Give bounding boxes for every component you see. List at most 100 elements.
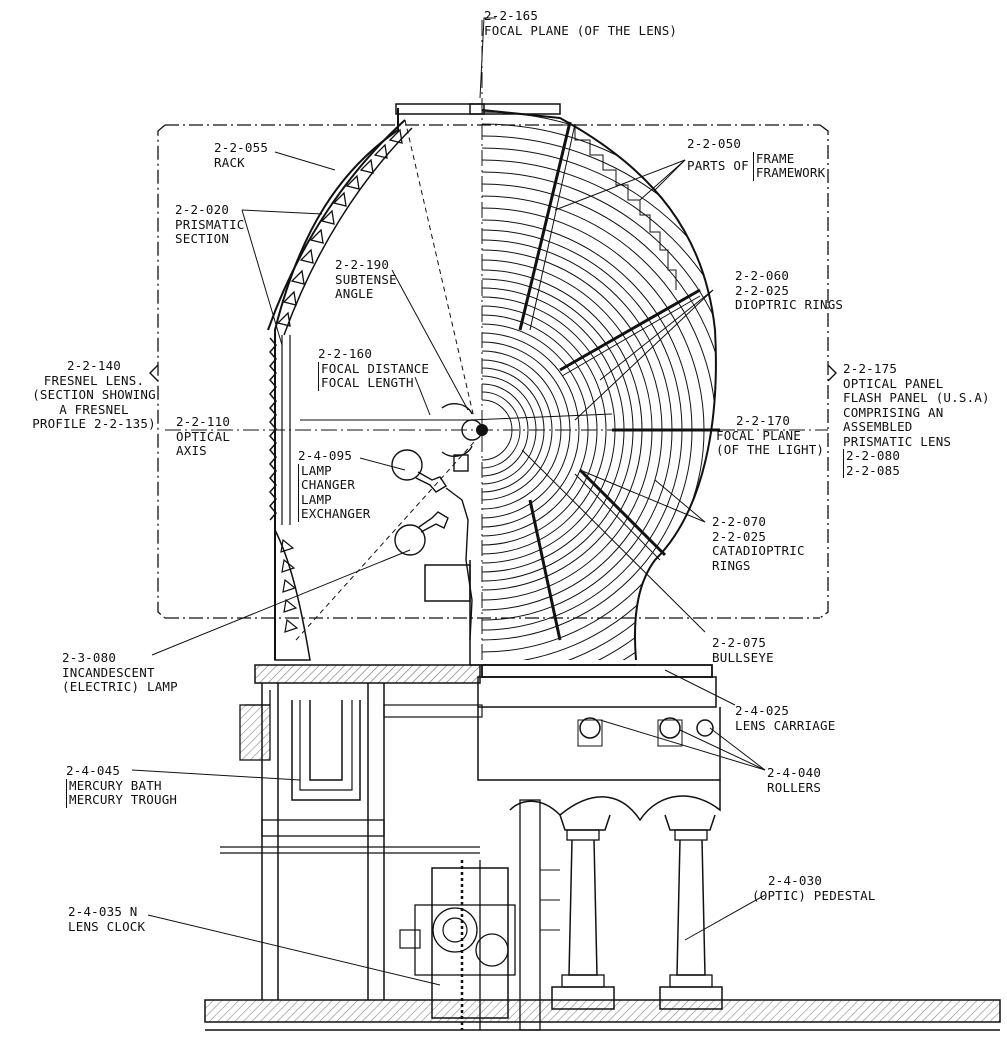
label-frame: 2-2-050 PARTS OF FRAME FRAMEWORK xyxy=(687,136,826,181)
text-exchanger: EXCHANGER xyxy=(301,506,371,521)
text-focal-plane-lens: FOCAL PLANE (OF THE LENS) xyxy=(484,22,678,38)
text-prismatic-lens: PRISMATIC LENS xyxy=(843,433,952,449)
text-optical: OPTICAL xyxy=(176,428,231,444)
code-2-2-070: 2-2-070 xyxy=(712,514,767,529)
label-lens-clock: 2-4-035 N LENS CLOCK xyxy=(68,904,146,934)
optical-panel-codes: 2-2-080 2-2-085 xyxy=(843,448,990,478)
label-dioptric-rings: 2-2-060 2-2-025 DIOPTRIC RINGS xyxy=(735,268,844,313)
code-2-2-025-a: 2-2-025 xyxy=(735,282,790,298)
code-2-4-025: 2-4-025 xyxy=(735,703,790,718)
label-focal-distance: 2-2-160 FOCAL DISTANCE FOCAL LENGTH xyxy=(318,346,430,391)
code-2-2-140: 2-2-140 xyxy=(66,358,122,373)
base-floor xyxy=(204,999,1001,1031)
code-2-4-035n: 2-4-035 N xyxy=(68,904,138,919)
label-optical-panel: 2-2-175 OPTICAL PANEL FLASH PANEL (U.S.A… xyxy=(843,361,990,478)
code-2-2-055: 2-2-055 xyxy=(214,140,269,155)
text-section: SECTION xyxy=(175,231,230,246)
text-parts-of: PARTS OF xyxy=(687,157,749,173)
label-prismatic-section: 2-2-020 PRISMATIC SECTION xyxy=(175,202,245,247)
code-2-2-170: 2-2-170 xyxy=(736,413,791,428)
text-bullseye: BULLSEYE xyxy=(712,649,774,665)
lens-left-half xyxy=(267,103,485,661)
label-rack: 2-2-055 RACK xyxy=(214,140,269,170)
label-lamp-changer: 2-4-095 LAMP CHANGER LAMP EXCHANGER xyxy=(298,448,371,522)
frame-bracket: FRAME FRAMEWORK xyxy=(752,150,826,181)
code-2-2-075: 2-2-075 xyxy=(712,635,767,650)
code-2-2-020: 2-2-020 xyxy=(175,202,230,217)
text-lamp-1: LAMP xyxy=(301,462,332,478)
text-frame: FRAME xyxy=(755,150,795,166)
text-prismatic: PRISMATIC xyxy=(175,216,245,232)
label-fresnel-lens: 2-2-140 FRESNEL LENS. (SECTION SHOWING A… xyxy=(30,358,158,432)
text-catadioptric: CATADIOPTRIC xyxy=(712,543,805,558)
text-fresnel-lens: FRESNEL LENS. xyxy=(43,372,145,388)
mercury-bath-structure xyxy=(220,664,483,1000)
label-mercury-bath: 2-4-045 MERCURY BATH MERCURY TROUGH xyxy=(66,763,178,808)
code-2-4-030: 2-4-030 xyxy=(768,873,823,888)
label-optical-axis: 2-2-110 OPTICAL AXIS xyxy=(176,414,231,459)
text-dioptric-rings: DIOPTRIC RINGS xyxy=(735,297,844,312)
text-focal-distance: FOCAL DISTANCE xyxy=(321,360,430,376)
text-mercury-bath: MERCURY BATH xyxy=(69,777,162,793)
leader-lines xyxy=(131,17,766,986)
code-2-2-060: 2-2-060 xyxy=(735,268,790,283)
lens-clock-mechanism xyxy=(399,799,560,1031)
label-lens-carriage: 2-4-025 LENS CARRIAGE xyxy=(735,703,836,733)
code-2-2-025-b: 2-2-025 xyxy=(712,528,767,544)
mercury-bracket: MERCURY BATH MERCURY TROUGH xyxy=(66,777,178,808)
code-2-2-110: 2-2-110 xyxy=(176,414,231,429)
label-bullseye: 2-2-075 BULLSEYE xyxy=(712,635,774,665)
code-2-2-080: 2-2-080 xyxy=(846,448,901,463)
text-changer: CHANGER xyxy=(301,477,356,492)
focal-distance-bracket: FOCAL DISTANCE FOCAL LENGTH xyxy=(318,360,430,391)
text-a-fresnel: A FRESNEL xyxy=(59,401,129,417)
code-2-2-165: 2-2-165 xyxy=(484,8,539,23)
lamp-changer-bracket-1: LAMP CHANGER xyxy=(298,462,371,493)
text-rings: RINGS xyxy=(712,557,751,573)
label-focal-plane-light: 2-2-170 FOCAL PLANE (OF THE LIGHT) xyxy=(716,413,825,458)
text-of-the-light: (OF THE LIGHT) xyxy=(716,442,825,457)
code-2-2-190: 2-2-190 xyxy=(335,257,390,272)
text-assembled: ASSEMBLED xyxy=(843,419,913,434)
code-2-2-160: 2-2-160 xyxy=(318,346,373,361)
label-subtense-angle: 2-2-190 SUBTENSE ANGLE xyxy=(335,257,397,302)
code-2-2-085: 2-2-085 xyxy=(846,462,901,478)
label-incandescent-lamp: 2-3-080 INCANDESCENT (ELECTRIC) LAMP xyxy=(62,650,178,695)
text-lamp-2: LAMP xyxy=(301,491,332,507)
code-2-4-040: 2-4-040 xyxy=(767,765,822,780)
code-2-4-045: 2-4-045 xyxy=(66,763,121,778)
text-incandescent: INCANDESCENT xyxy=(62,664,155,680)
bracket-side-ticks xyxy=(149,364,837,382)
text-axis: AXIS xyxy=(176,443,207,458)
label-catadioptric-rings: 2-2-070 2-2-025 CATADIOPTRIC RINGS xyxy=(712,514,805,573)
text-profile: PROFILE 2-2-135) xyxy=(32,416,156,431)
label-focal-plane-lens: 2-2-165 FOCAL PLANE (OF THE LENS) xyxy=(484,8,678,38)
label-rollers: 2-4-040 ROLLERS xyxy=(767,765,822,795)
code-2-4-095: 2-4-095 xyxy=(298,448,353,463)
text-framework: FRAMEWORK xyxy=(755,165,826,180)
lamp-changer-bracket-2: LAMP EXCHANGER xyxy=(298,491,371,522)
text-lens-clock: LENS CLOCK xyxy=(68,918,146,934)
text-comprising: COMPRISING AN xyxy=(843,404,944,420)
text-optic-pedestal: (OPTIC) PEDESTAL xyxy=(752,887,876,903)
code-2-3-080: 2-3-080 xyxy=(62,650,117,665)
lens-right-half xyxy=(424,103,720,666)
text-optical-panel: OPTICAL PANEL xyxy=(843,375,944,391)
text-focal-length: FOCAL LENGTH xyxy=(321,375,414,390)
label-pedestal: 2-4-030 (OPTIC) PEDESTAL xyxy=(752,873,876,903)
text-lens-carriage: LENS CARRIAGE xyxy=(735,717,836,733)
code-2-2-175: 2-2-175 xyxy=(843,361,898,376)
text-angle: ANGLE xyxy=(335,286,374,301)
pedestal-and-carriage xyxy=(477,664,723,1010)
frame-row: PARTS OF FRAME FRAMEWORK xyxy=(687,150,826,181)
text-rollers: ROLLERS xyxy=(767,779,822,795)
text-electric-lamp: (ELECTRIC) LAMP xyxy=(62,679,178,694)
text-mercury-trough: MERCURY TROUGH xyxy=(69,792,178,807)
text-section-showing: (SECTION SHOWING xyxy=(32,387,156,402)
text-flash-panel: FLASH PANEL (U.S.A) xyxy=(843,390,990,405)
text-subtense: SUBTENSE xyxy=(335,271,397,287)
text-rack: RACK xyxy=(214,154,245,170)
text-focal-plane: FOCAL PLANE xyxy=(716,427,801,443)
